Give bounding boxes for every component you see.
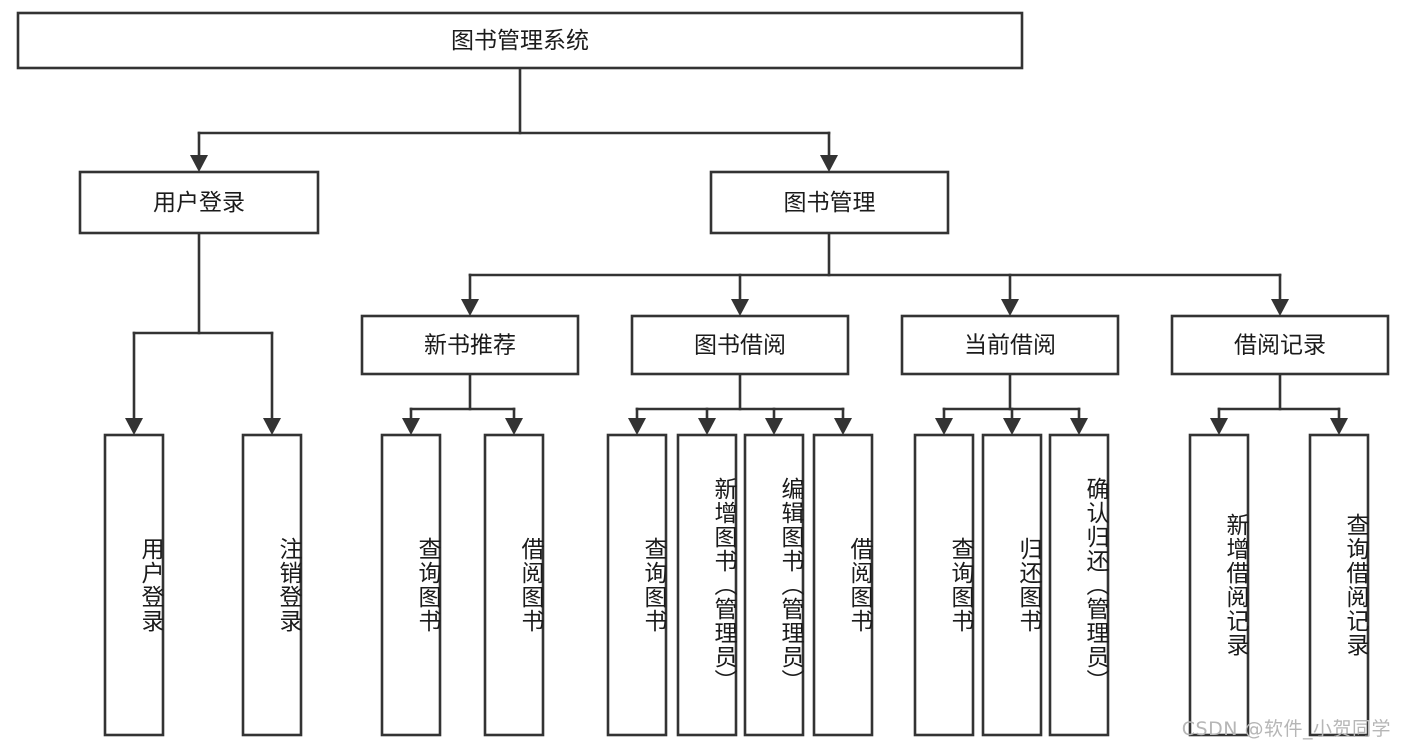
arrow-to-leaf-query-book-1 <box>402 418 420 435</box>
arrow-to-leaf-query-book-2 <box>628 418 646 435</box>
node-box-borrow-record[interactable] <box>1170 314 1390 376</box>
watermark-text: CSDN @软件_小贺同学 <box>1181 718 1391 740</box>
node-box-book-manage[interactable] <box>709 170 950 235</box>
node-label-current-borrow: 当前借阅 <box>964 333 1056 359</box>
node-leaf-add-book[interactable] <box>676 433 738 737</box>
arrow-to-leaf-borrow-book-1 <box>505 418 523 435</box>
node-leaf-query-book-1[interactable] <box>380 433 442 737</box>
connector-bus-root <box>197 66 831 135</box>
arrow-to-leaf-confirm-return <box>1070 418 1088 435</box>
node-user-login[interactable]: 用户登录 <box>78 170 320 235</box>
node-leaf-borrow-book-2[interactable] <box>812 433 874 737</box>
node-box-current-borrow[interactable] <box>900 314 1120 376</box>
arrow-to-leaf-user-login <box>125 418 143 435</box>
node-leaf-user-login[interactable] <box>103 433 165 737</box>
node-label-book-manage: 图书管理 <box>784 190 876 216</box>
connector-bus-book-borrow <box>635 372 845 411</box>
connector-bus-current-borrow <box>942 372 1081 411</box>
node-label-borrow-record: 借阅记录 <box>1234 333 1326 359</box>
arrow-to-leaf-add-record <box>1210 418 1228 435</box>
node-box-leaf-user-login[interactable] <box>103 433 165 737</box>
arrow-to-new-book-rec <box>461 299 479 316</box>
node-box-leaf-confirm-return[interactable] <box>1048 433 1110 737</box>
node-box-new-book-rec[interactable] <box>360 314 580 376</box>
arrow-to-user-login <box>190 155 208 172</box>
connector-bus-new-book-rec <box>409 372 516 411</box>
node-new-book-rec[interactable]: 新书推荐 <box>360 314 580 376</box>
node-book-borrow[interactable]: 图书借阅 <box>630 314 850 376</box>
arrow-to-leaf-return-book <box>1003 418 1021 435</box>
arrow-to-leaf-borrow-book-2 <box>834 418 852 435</box>
connectors-layer <box>132 66 1341 421</box>
node-box-leaf-query-record[interactable] <box>1308 433 1370 737</box>
node-box-leaf-query-book-1[interactable] <box>380 433 442 737</box>
connector-bus-borrow-record <box>1217 372 1341 411</box>
node-label-new-book-rec: 新书推荐 <box>424 333 516 359</box>
node-label-user-login: 用户登录 <box>153 190 245 216</box>
node-label-root: 图书管理系统 <box>451 28 589 54</box>
node-box-book-borrow[interactable] <box>630 314 850 376</box>
node-leaf-borrow-book-1[interactable] <box>483 433 545 737</box>
node-book-manage[interactable]: 图书管理 <box>709 170 950 235</box>
arrow-to-leaf-edit-book <box>765 418 783 435</box>
connector-bus-user-login <box>132 231 274 335</box>
arrow-to-leaf-logout <box>263 418 281 435</box>
connector-bus-book-manage <box>468 231 1282 277</box>
node-leaf-add-record[interactable] <box>1188 433 1250 737</box>
arrow-to-borrow-record <box>1271 299 1289 316</box>
node-leaf-return-book[interactable] <box>981 433 1043 737</box>
arrow-to-book-borrow <box>731 299 749 316</box>
node-box-leaf-borrow-book-1[interactable] <box>483 433 545 737</box>
node-box-user-login[interactable] <box>78 170 320 235</box>
node-box-leaf-add-book[interactable] <box>676 433 738 737</box>
node-box-leaf-add-record[interactable] <box>1188 433 1250 737</box>
arrow-heads-layer <box>125 155 1348 435</box>
node-box-leaf-edit-book[interactable] <box>743 433 805 737</box>
arrow-to-book-manage <box>820 155 838 172</box>
arrow-to-current-borrow <box>1001 299 1019 316</box>
node-leaf-logout[interactable] <box>241 433 303 737</box>
node-box-root[interactable] <box>16 11 1024 70</box>
node-leaf-confirm-return[interactable] <box>1048 433 1110 737</box>
node-leaf-query-record[interactable] <box>1308 433 1370 737</box>
node-box-leaf-query-book-2[interactable] <box>606 433 668 737</box>
node-root[interactable]: 图书管理系统 <box>16 11 1024 70</box>
node-box-leaf-query-book-3[interactable] <box>913 433 975 737</box>
node-leaf-query-book-3[interactable] <box>913 433 975 737</box>
node-current-borrow[interactable]: 当前借阅 <box>900 314 1120 376</box>
arrow-to-leaf-add-book <box>698 418 716 435</box>
node-box-leaf-logout[interactable] <box>241 433 303 737</box>
node-borrow-record[interactable]: 借阅记录 <box>1170 314 1390 376</box>
arrow-to-leaf-query-record <box>1330 418 1348 435</box>
node-box-leaf-return-book[interactable] <box>981 433 1043 737</box>
node-leaf-edit-book[interactable] <box>743 433 805 737</box>
node-leaf-query-book-2[interactable] <box>606 433 668 737</box>
arrow-to-leaf-query-book-3 <box>935 418 953 435</box>
node-label-book-borrow: 图书借阅 <box>694 333 786 359</box>
node-box-leaf-borrow-book-2[interactable] <box>812 433 874 737</box>
